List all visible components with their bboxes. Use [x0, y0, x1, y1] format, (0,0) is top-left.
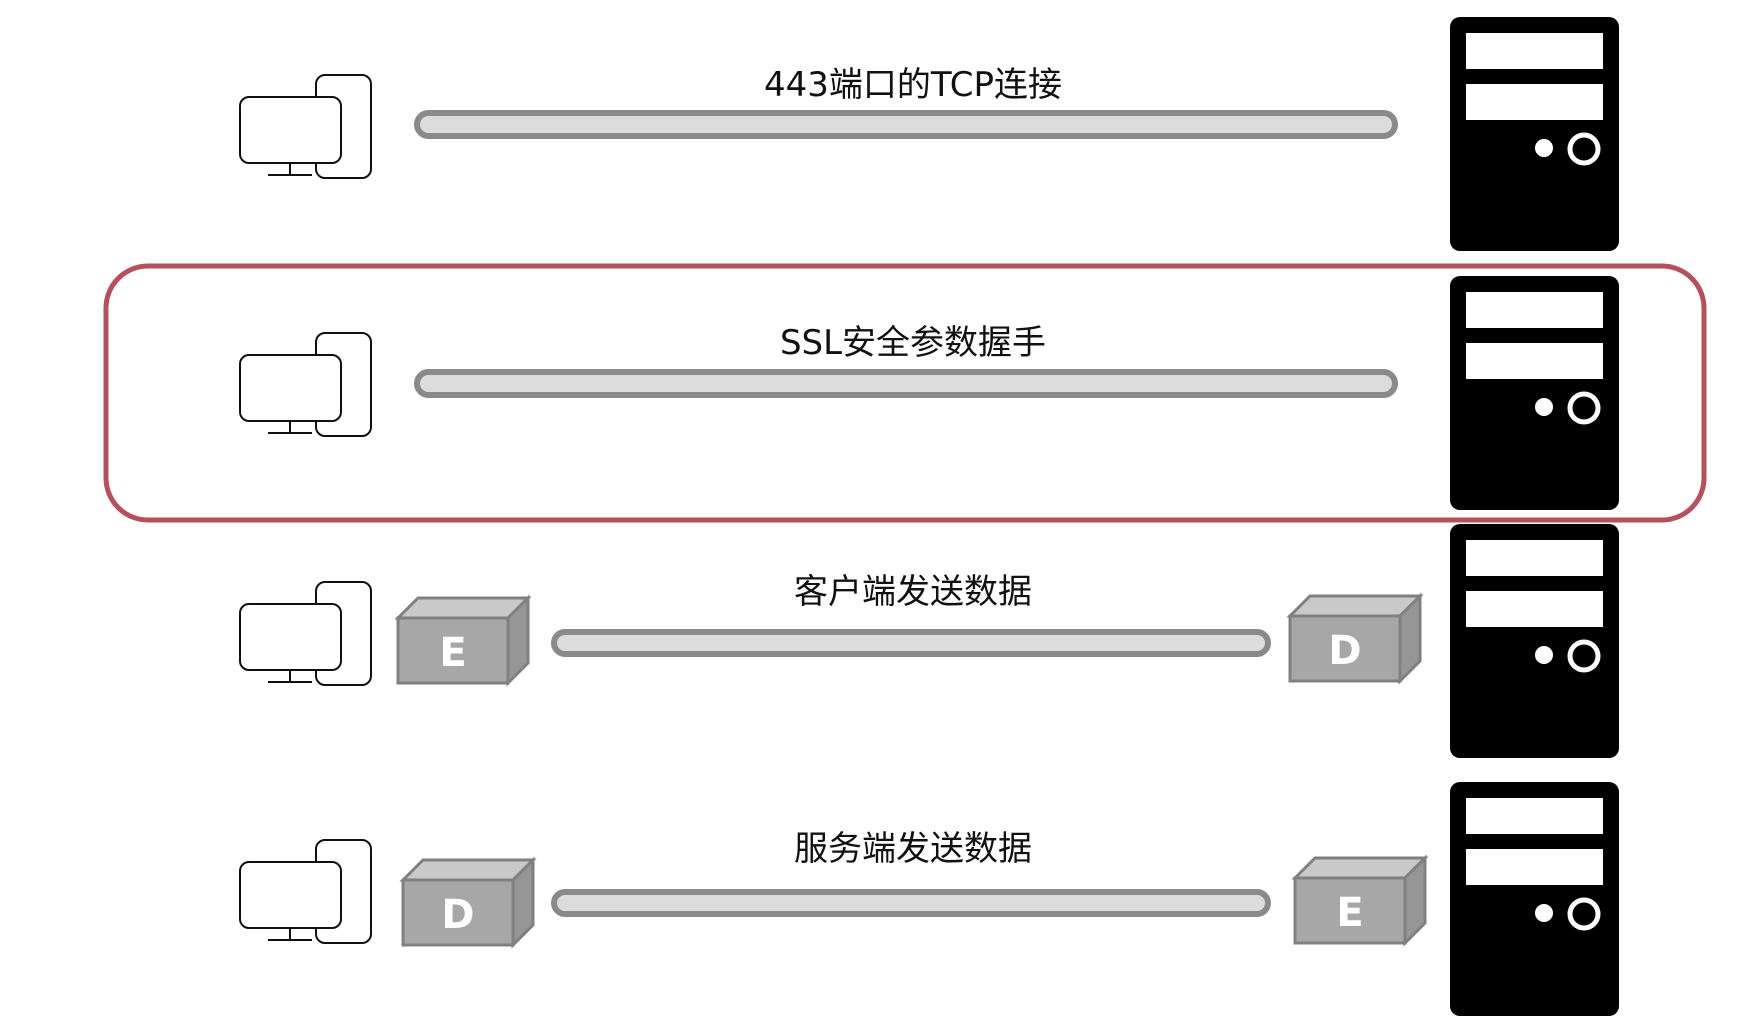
row-label-server-send: 服务端发送数据 — [794, 829, 1032, 869]
encrypt-box-icon: E — [1291, 854, 1429, 947]
box-letter: D — [1328, 628, 1361, 674]
ssl-highlight-frame — [103, 263, 1707, 523]
row-client-send: 客户端发送数据 E D — [239, 524, 1619, 758]
computer-icon — [239, 581, 372, 686]
encrypt-box-icon: E — [394, 594, 532, 687]
computer-icon — [239, 74, 372, 179]
box-letter: D — [441, 892, 474, 938]
server-tower-icon — [1450, 782, 1619, 1016]
row-ssl: SSL安全参数握手 — [239, 276, 1619, 510]
connection-pipe — [551, 889, 1271, 917]
row-label-client-send: 客户端发送数据 — [794, 572, 1032, 612]
row-tcp: 443端口的TCP连接 — [239, 17, 1619, 251]
connection-pipe — [414, 369, 1398, 398]
server-tower-icon — [1450, 276, 1619, 510]
computer-icon — [239, 332, 372, 437]
decrypt-box-icon: D — [399, 856, 537, 949]
server-tower-icon — [1450, 17, 1619, 251]
box-letter: E — [1336, 890, 1363, 936]
connection-pipe — [414, 110, 1398, 139]
decrypt-box-icon: D — [1286, 592, 1424, 685]
row-label-ssl: SSL安全参数握手 — [780, 323, 1046, 363]
connection-pipe — [551, 629, 1271, 657]
server-tower-icon — [1450, 524, 1619, 758]
row-server-send: 服务端发送数据 D E — [239, 782, 1619, 1016]
row-label-tcp: 443端口的TCP连接 — [764, 65, 1062, 105]
computer-icon — [239, 839, 372, 944]
box-letter: E — [439, 630, 466, 676]
